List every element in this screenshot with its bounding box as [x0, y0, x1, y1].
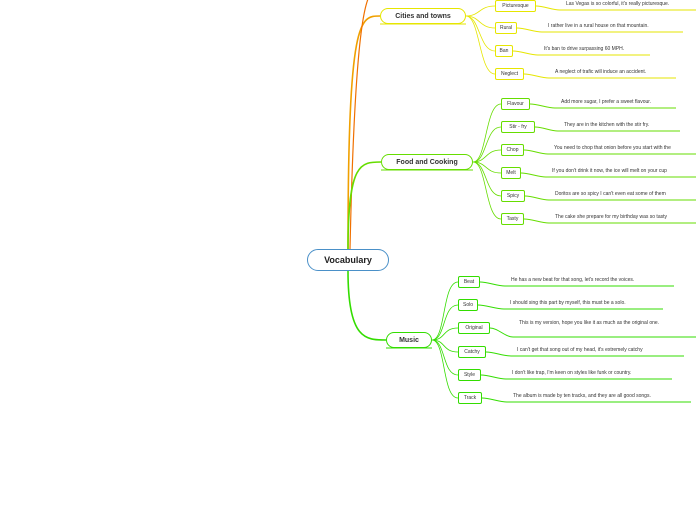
connector-root-cities — [347, 15, 381, 250]
topic-node-melt[interactable]: Melt — [501, 167, 521, 179]
topic-node-beat[interactable]: Beat — [458, 276, 480, 288]
sentence-solo[interactable]: I should sing this part by myself, this … — [510, 300, 626, 306]
connector-music-sentence-4 — [480, 374, 672, 380]
topic-node-stir-fry[interactable]: Stir - fry — [501, 121, 535, 133]
topic-node-neglect[interactable]: Neglect — [495, 68, 524, 80]
branch-node-cities-and-towns[interactable]: Cities and towns — [380, 8, 466, 24]
connector-food-sentence-3 — [520, 172, 696, 178]
connector-music-sentence-0 — [479, 281, 674, 287]
topic-node-chop[interactable]: Chop — [501, 144, 524, 156]
connector-food-sentence-0 — [529, 103, 676, 109]
connector-music-sentence-1 — [477, 304, 663, 310]
topic-node-catchy[interactable]: Catchy — [458, 346, 486, 358]
connector-food-topic-0 — [472, 103, 502, 163]
sentence-track[interactable]: The album is made by ten tracks, and the… — [513, 393, 651, 399]
connector-music-sentence-5 — [481, 397, 691, 403]
connector-cities-topic-2 — [465, 15, 496, 52]
sentence-neglect[interactable]: A neglect of trafic will induce an accid… — [555, 69, 647, 75]
connector-food-topic-5 — [472, 161, 502, 220]
sentence-style[interactable]: I don't like trap, I'm keen on styles li… — [512, 370, 632, 376]
sentence-flavour[interactable]: Add more sugar, I prefer a sweet flavour… — [561, 99, 652, 105]
connector-food-sentence-4 — [524, 195, 696, 201]
topic-node-solo[interactable]: Solo — [458, 299, 478, 311]
sentence-ban[interactable]: It's ban to drive surpassing 60 MPH. — [544, 46, 625, 52]
connector-music-topic-0 — [431, 281, 459, 341]
sentence-spicy[interactable]: Doritos are so spicy I can't even eat so… — [555, 191, 666, 197]
sentence-original[interactable]: This is my version, hope you like it as … — [519, 320, 660, 326]
connector-cities-topic-3 — [465, 15, 496, 75]
connector-cities-sentence-2 — [512, 50, 650, 56]
connector-music-sentence-3 — [485, 351, 684, 357]
sentence-tasty[interactable]: The cake she prepare for my birthday was… — [555, 214, 667, 220]
connector-food-sentence-1 — [534, 126, 680, 132]
sentence-catchy[interactable]: I can't get that song out of my head, it… — [517, 347, 643, 353]
sentence-chop[interactable]: You need to chop that onion before you s… — [554, 145, 671, 151]
connector-music-topic-2 — [431, 327, 459, 341]
sentence-stir-fry[interactable]: They are in the kitchen with the stir fr… — [564, 122, 650, 128]
connector-food-topic-2 — [472, 149, 502, 163]
connector-cities-sentence-0 — [535, 5, 696, 11]
topic-node-spicy[interactable]: Spicy — [501, 190, 525, 202]
root-node-vocabulary[interactable]: Vocabulary — [307, 249, 389, 271]
connector-root-music — [347, 270, 387, 341]
sentence-rural[interactable]: I rather live in a rural house on that m… — [548, 23, 649, 29]
topic-node-original[interactable]: Original — [458, 322, 490, 334]
topic-node-track[interactable]: Track — [458, 392, 482, 404]
connector-food-topic-4 — [472, 161, 502, 197]
sentence-beat[interactable]: He has a new beat for that song, let's r… — [511, 277, 635, 283]
connector-cities-sentence-3 — [523, 73, 676, 79]
topic-node-flavour[interactable]: Flavour — [501, 98, 530, 110]
connector-food-sentence-5 — [523, 218, 696, 224]
branch-node-music[interactable]: Music — [386, 332, 432, 348]
sentence-picturesque[interactable]: Las Vegas is so colorful, it's really pi… — [566, 1, 670, 7]
connector-music-topic-1 — [431, 304, 459, 341]
connector-cities-sentence-1 — [516, 27, 683, 33]
connector-music-topic-4 — [431, 339, 459, 376]
connector-food-sentence-2 — [523, 149, 696, 155]
connector-music-topic-5 — [431, 339, 459, 399]
topic-node-picturesque[interactable]: Picturesque — [495, 0, 536, 12]
connector-root-offscreen — [349, 0, 369, 250]
connector-music-sentence-2 — [489, 327, 696, 338]
connector-food-topic-1 — [472, 126, 502, 163]
connector-cities-topic-0 — [465, 5, 496, 17]
topic-node-tasty[interactable]: Tasty — [501, 213, 524, 225]
topic-node-style[interactable]: Style — [458, 369, 481, 381]
branch-node-food-and-cooking[interactable]: Food and Cooking — [381, 154, 473, 170]
topic-node-ban[interactable]: Ban — [495, 45, 513, 57]
connector-root-food — [347, 161, 382, 250]
sentence-melt[interactable]: If you don't drink it now, the ice will … — [552, 168, 667, 174]
topic-node-rural[interactable]: Rural — [495, 22, 517, 34]
